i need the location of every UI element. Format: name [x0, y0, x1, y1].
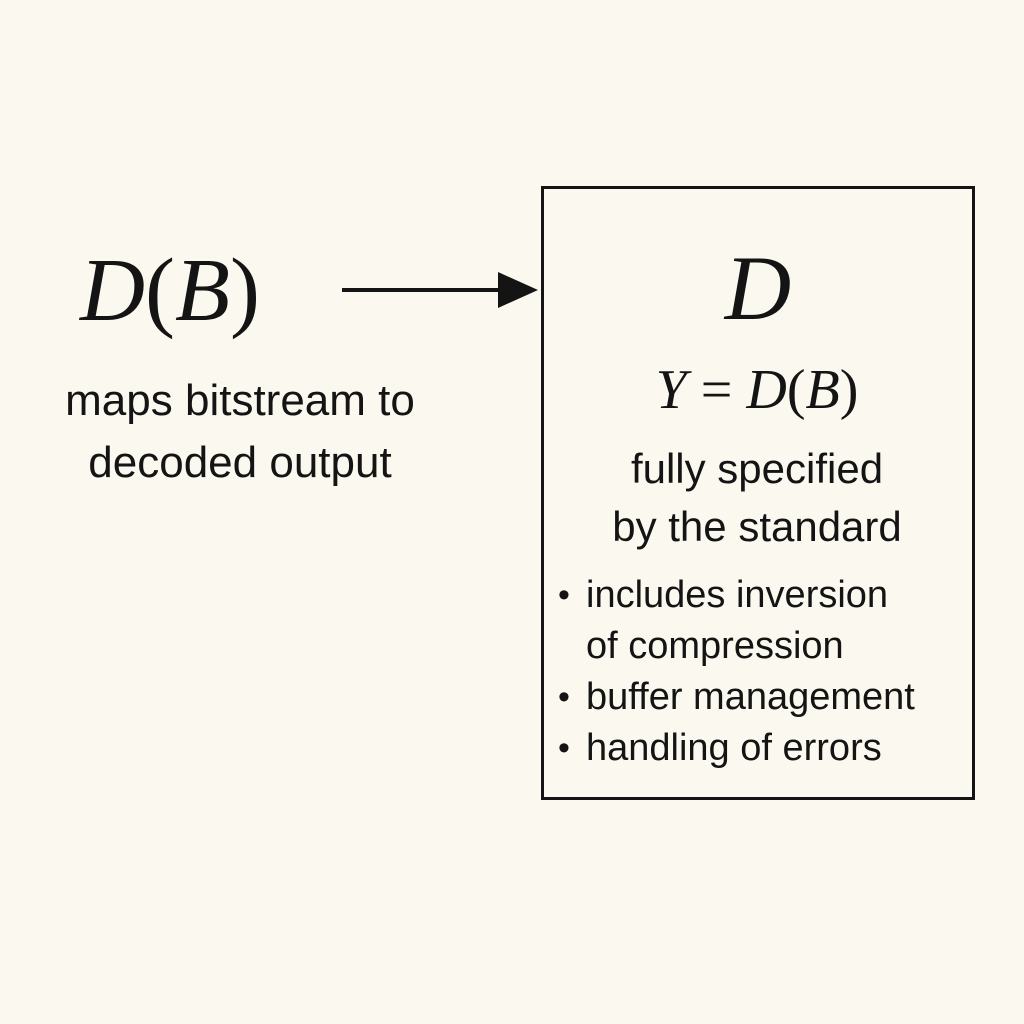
function-symbol: D — [746, 359, 787, 421]
output-symbol: Y — [655, 359, 687, 421]
close-paren: ) — [229, 241, 260, 340]
close-paren: ) — [839, 359, 859, 421]
description-line: by the standard — [612, 503, 902, 550]
list-item-line: handling of errors — [586, 727, 882, 769]
bullet-icon: • — [558, 576, 570, 614]
arrow-right-icon — [342, 272, 538, 308]
list-item: • includes inversion of compression — [556, 570, 966, 672]
description-line: fully specified — [630, 445, 884, 492]
open-paren: ( — [786, 359, 806, 421]
bitstream-symbol: B — [174, 241, 230, 340]
function-symbol: D — [80, 241, 145, 340]
list-item-line: buffer management — [586, 676, 915, 718]
decoder-function-expression: D(B) — [80, 236, 320, 346]
box-title: D — [724, 237, 792, 339]
decoder-equation: Y=D(B) — [556, 356, 958, 424]
caption-line: decoded output — [88, 438, 392, 487]
list-item-line: includes inversion — [586, 574, 889, 616]
caption-line: maps bitstream to — [65, 376, 415, 425]
bitstream-symbol: B — [805, 359, 840, 421]
decoder-box — [541, 186, 975, 800]
list-item-line: of compression — [586, 625, 844, 667]
list-item: • handling of errors — [556, 723, 966, 774]
box-description: fully specified by the standard — [556, 440, 958, 556]
arrow-head — [498, 272, 538, 308]
bullet-icon: • — [558, 729, 570, 767]
decoder-caption: maps bitstream to decoded output — [30, 370, 450, 494]
list-item: • buffer management — [556, 672, 966, 723]
equals-sign: = — [700, 359, 733, 421]
open-paren: ( — [145, 241, 175, 340]
bullet-icon: • — [558, 678, 570, 716]
feature-list: • includes inversion of compression • bu… — [556, 570, 966, 774]
